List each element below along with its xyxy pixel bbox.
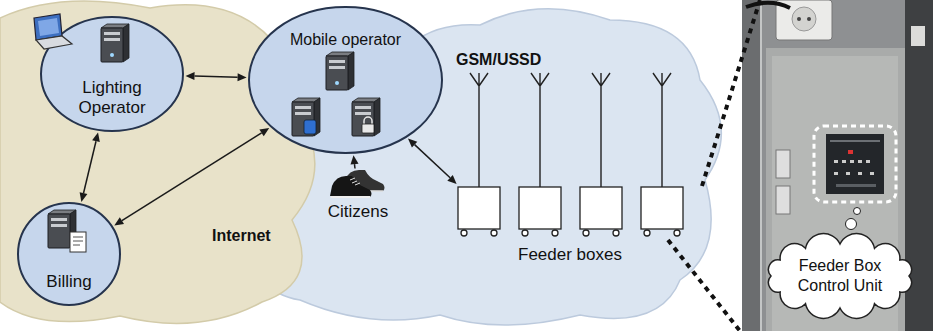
node-text: Feeder Box Control Unit [790, 256, 890, 296]
arrowhead [114, 217, 124, 225]
server-icon [292, 98, 320, 136]
feeder-box-symbols [458, 187, 683, 236]
document-icon [70, 232, 86, 252]
node-text: Feeder boxes [470, 245, 670, 265]
arrowhead [351, 155, 359, 164]
node-text: Mobile operator [271, 30, 421, 50]
connector [80, 132, 100, 202]
node-text: Billing [29, 272, 109, 292]
shoes-icon [330, 170, 385, 197]
server-icon [326, 52, 354, 90]
node-text: Citizens [320, 202, 396, 222]
arrowhead [92, 132, 100, 142]
arrowhead [259, 128, 269, 136]
connector-line [354, 164, 356, 168]
node-outline [249, 7, 442, 153]
antennas [470, 73, 671, 187]
cloud-outline [765, 238, 915, 314]
connector [186, 72, 247, 81]
arrowhead [238, 73, 247, 81]
node-text: Lighting Operator [57, 78, 167, 118]
connector [114, 128, 269, 226]
photo [742, 0, 933, 331]
laptop-icon [34, 14, 72, 49]
arrowhead [80, 192, 88, 202]
node-outline [768, 234, 911, 319]
region-label: Internet [212, 226, 271, 246]
connector [351, 155, 359, 168]
server-icon [352, 98, 380, 136]
arrowhead [447, 175, 456, 184]
arrowhead [408, 139, 417, 148]
connector-line [122, 133, 262, 221]
server-icon [101, 24, 129, 62]
connector-line [84, 141, 97, 193]
arrowhead [186, 72, 195, 80]
connector [408, 139, 457, 185]
zoom-dotted-lines [668, 0, 760, 331]
connector-line [195, 76, 238, 77]
thought-cloud: Feeder Box Control Unit [765, 238, 915, 314]
region-label: GSM/USSD [456, 50, 541, 70]
node-outline [18, 203, 120, 305]
connector-line [415, 145, 451, 178]
